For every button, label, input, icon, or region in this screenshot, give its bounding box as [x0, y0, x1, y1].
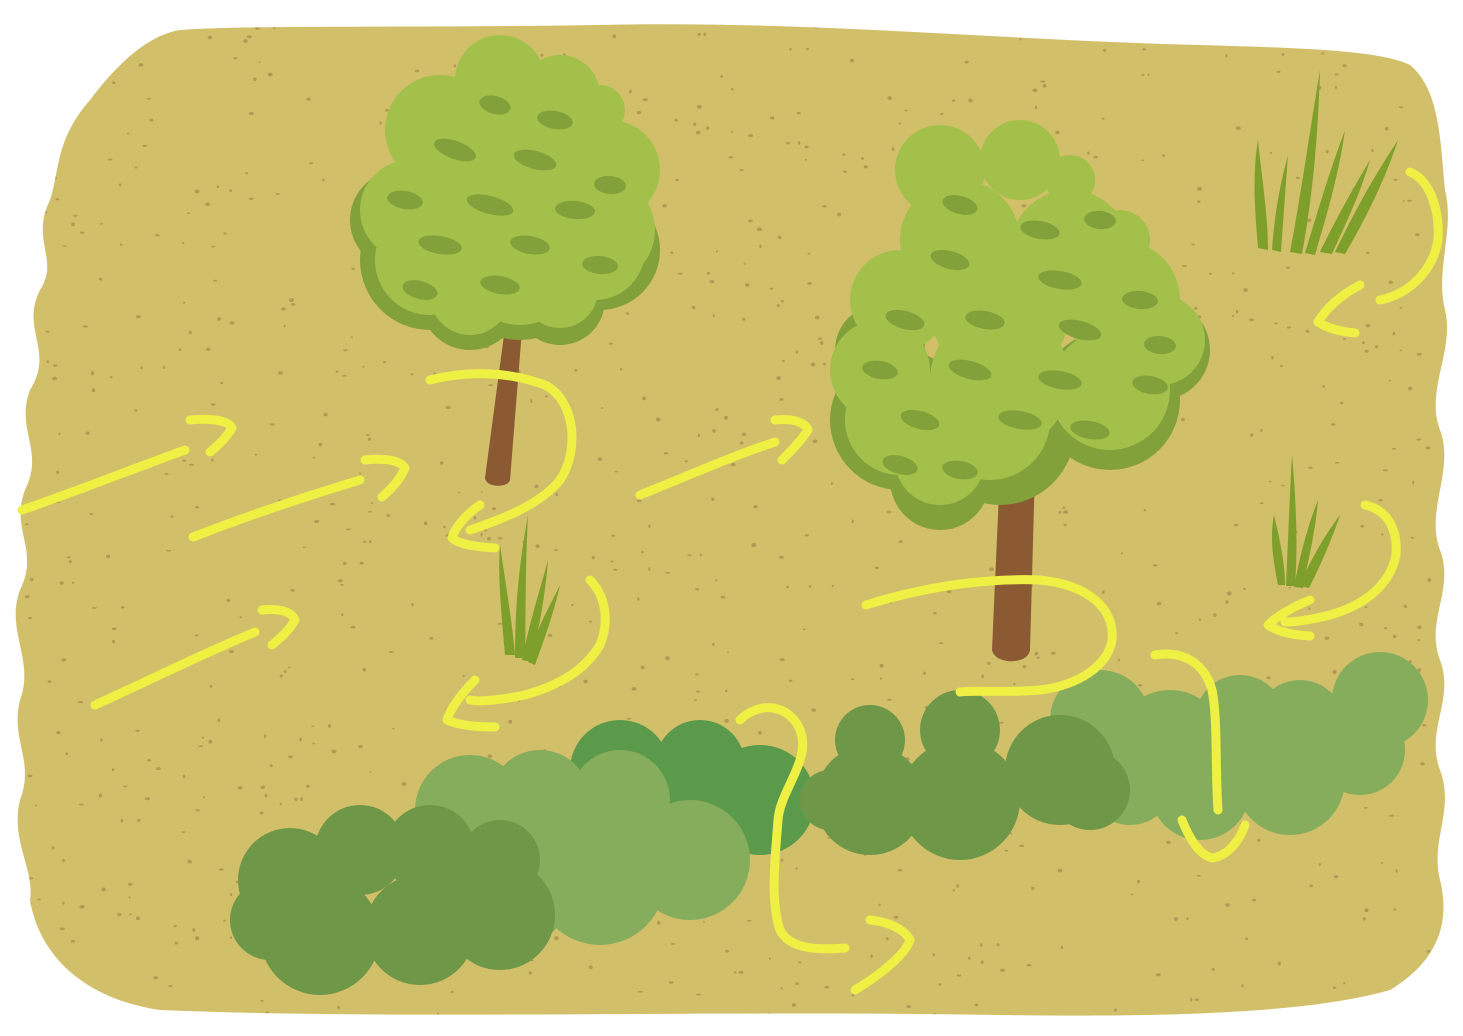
hedge-bush: [230, 805, 555, 995]
